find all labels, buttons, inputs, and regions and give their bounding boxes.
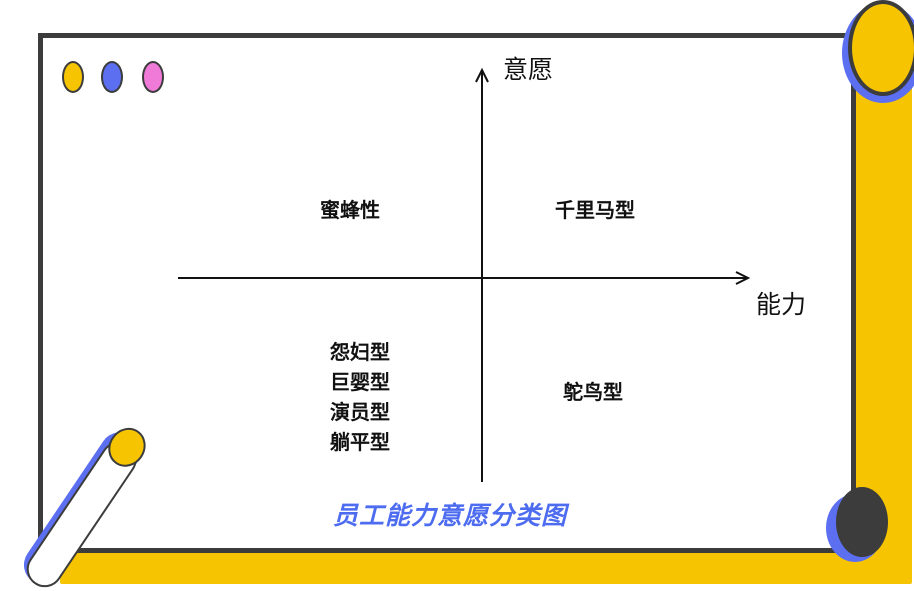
y-axis-arrow bbox=[475, 67, 489, 83]
quadrant-bottom-left-item: 怨妇型 bbox=[330, 340, 390, 364]
quadrant-top-right: 千里马型 bbox=[555, 198, 635, 222]
y-axis-label: 意愿 bbox=[503, 55, 554, 84]
yellow-dot bbox=[62, 61, 84, 93]
blue-dot bbox=[101, 61, 123, 93]
quadrant-bottom-left-item: 巨婴型 bbox=[330, 370, 390, 394]
quadrant-bottom-left-item: 演员型 bbox=[330, 400, 390, 424]
diagram-board bbox=[38, 33, 856, 553]
quadrant-top-left: 蜜蜂性 bbox=[320, 198, 380, 222]
x-axis-label: 能力 bbox=[756, 290, 807, 319]
pink-dot bbox=[142, 61, 164, 93]
x-axis-arrow bbox=[735, 271, 751, 285]
top-right-yellow-circle bbox=[848, 0, 914, 96]
diagram-caption: 员工能力意愿分类图 bbox=[333, 501, 568, 530]
quadrant-bottom-left-item: 躺平型 bbox=[330, 430, 390, 454]
quadrant-bottom-left: 怨妇型 巨婴型 演员型 躺平型 bbox=[305, 337, 415, 457]
bottom-right-dark-circle bbox=[836, 487, 888, 557]
quadrant-bottom-right: 鸵鸟型 bbox=[563, 380, 623, 404]
